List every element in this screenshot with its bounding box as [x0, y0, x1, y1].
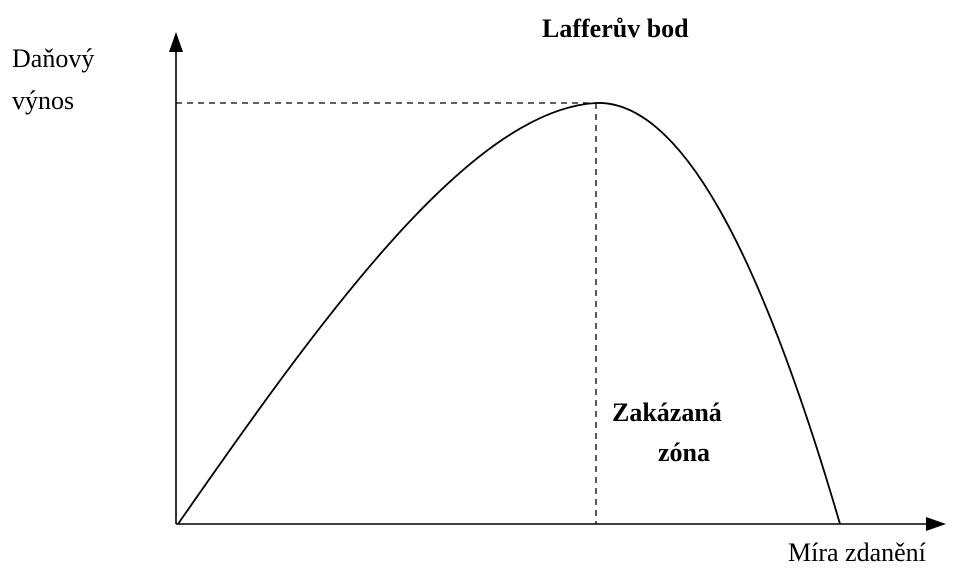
x-axis-label: Míra zdanění: [788, 538, 926, 567]
y-axis-arrowhead: [169, 32, 183, 52]
laffer-curve: [177, 102, 841, 525]
laffer-point-label: Lafferův bod: [542, 14, 689, 43]
prohibited-zone-label-line1: Zakázaná: [612, 398, 722, 427]
y-axis-label-line2: výnos: [12, 86, 75, 115]
y-axis-label-line1: Daňový: [12, 44, 95, 73]
x-axis-arrowhead: [926, 517, 946, 531]
prohibited-zone-label-line2: zóna: [658, 438, 710, 467]
